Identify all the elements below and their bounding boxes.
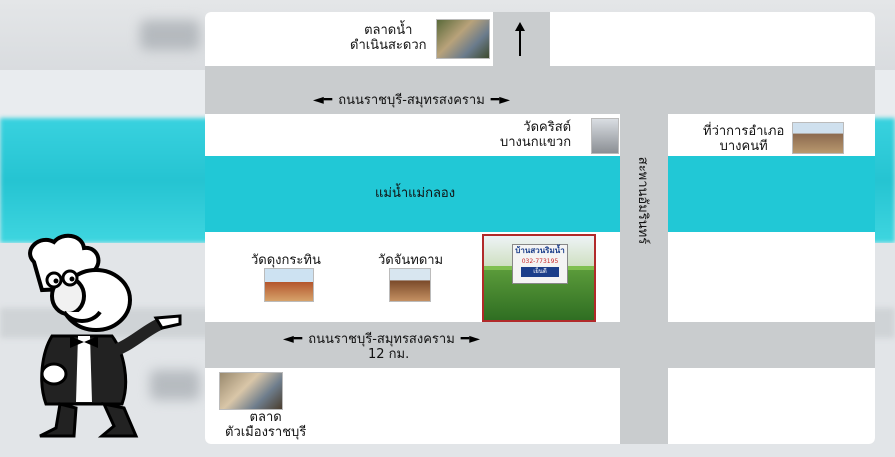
district-office-photo	[792, 122, 844, 154]
homestay-sign: บ้านสวนริมน้ำ 032-773195 เย็นดี	[512, 244, 568, 284]
right-arrow-icon: ━►	[490, 91, 510, 108]
bridge-label-wrap: สะพานอัมรินทร์	[630, 152, 658, 248]
church-line2: บางนกแขวก	[500, 135, 572, 150]
top-market-label: ตลาดน้ำ ดำเนินสะดวก	[350, 23, 427, 53]
bridge-label: สะพานอัมรินทร์	[635, 156, 651, 244]
location-map: ตลาดน้ำ ดำเนินสะดวก ◄━ ถนนราชบุรี-สมุทรส…	[205, 12, 875, 444]
sign-phone: 032-773195	[521, 258, 559, 265]
block-top-right	[550, 12, 875, 66]
bottom-market-line1: ตลาด	[249, 410, 282, 425]
district-line2: บางคนที	[719, 139, 768, 154]
church-photo	[591, 118, 619, 154]
sign-tag: เย็นดี	[521, 267, 559, 277]
block-bottom-right	[668, 368, 875, 444]
road-bottom-label: ◄━ ถนนราชบุรี-สมุทรสงคราม ━►	[283, 328, 480, 349]
road-top-label: ◄━ ถนนราชบุรี-สมุทรสงคราม ━►	[313, 89, 510, 110]
road-bottom-text: ถนนราชบุรี-สมุทรสงคราม	[308, 332, 455, 347]
temple-2-photo	[389, 268, 431, 302]
bg-blur-shape	[140, 20, 200, 50]
road-top-text: ถนนราชบุรี-สมุทรสงคราม	[338, 93, 485, 108]
left-arrow-icon: ◄━	[313, 91, 333, 108]
church-label: วัดคริสต์ บางนกแขวก	[500, 120, 571, 150]
river-left	[205, 156, 620, 232]
bottom-market-label: ตลาด ตัวเมืองราชบุรี	[225, 410, 306, 440]
block-church	[205, 114, 620, 156]
top-market-line2: ดำเนินสะดวก	[350, 38, 427, 53]
left-arrow-icon: ◄━	[283, 330, 303, 347]
homestay-photo: บ้านสวนริมน้ำ 032-773195 เย็นดี	[482, 234, 596, 322]
bg-blur-shape	[150, 370, 200, 400]
town-market-photo	[219, 372, 283, 410]
north-arrow-icon	[515, 22, 525, 56]
river-label: แม่น้ำแม่กลอง	[375, 186, 456, 201]
distance-label: 12 กม.	[368, 347, 410, 362]
temple-2-label: วัดจันทดาม	[378, 253, 444, 268]
top-market-line1: ตลาดน้ำ	[364, 23, 413, 38]
right-arrow-icon: ━►	[460, 330, 480, 347]
mascot-chef-pointing	[28, 233, 182, 438]
floating-market-photo	[436, 19, 490, 59]
block-lower-right	[668, 232, 875, 322]
sign-name: บ้านสวนริมน้ำ	[515, 246, 565, 255]
temple-1-label: วัดดุงกระทิน	[251, 253, 321, 268]
district-office-label: ที่ว่าการอำเภอ บางคนที	[703, 124, 784, 154]
temple-1-photo	[264, 268, 314, 302]
district-line1: ที่ว่าการอำเภอ	[703, 124, 785, 139]
river-right	[668, 156, 875, 232]
bottom-market-line2: ตัวเมืองราชบุรี	[225, 425, 307, 440]
church-line1: วัดคริสต์	[523, 120, 572, 135]
